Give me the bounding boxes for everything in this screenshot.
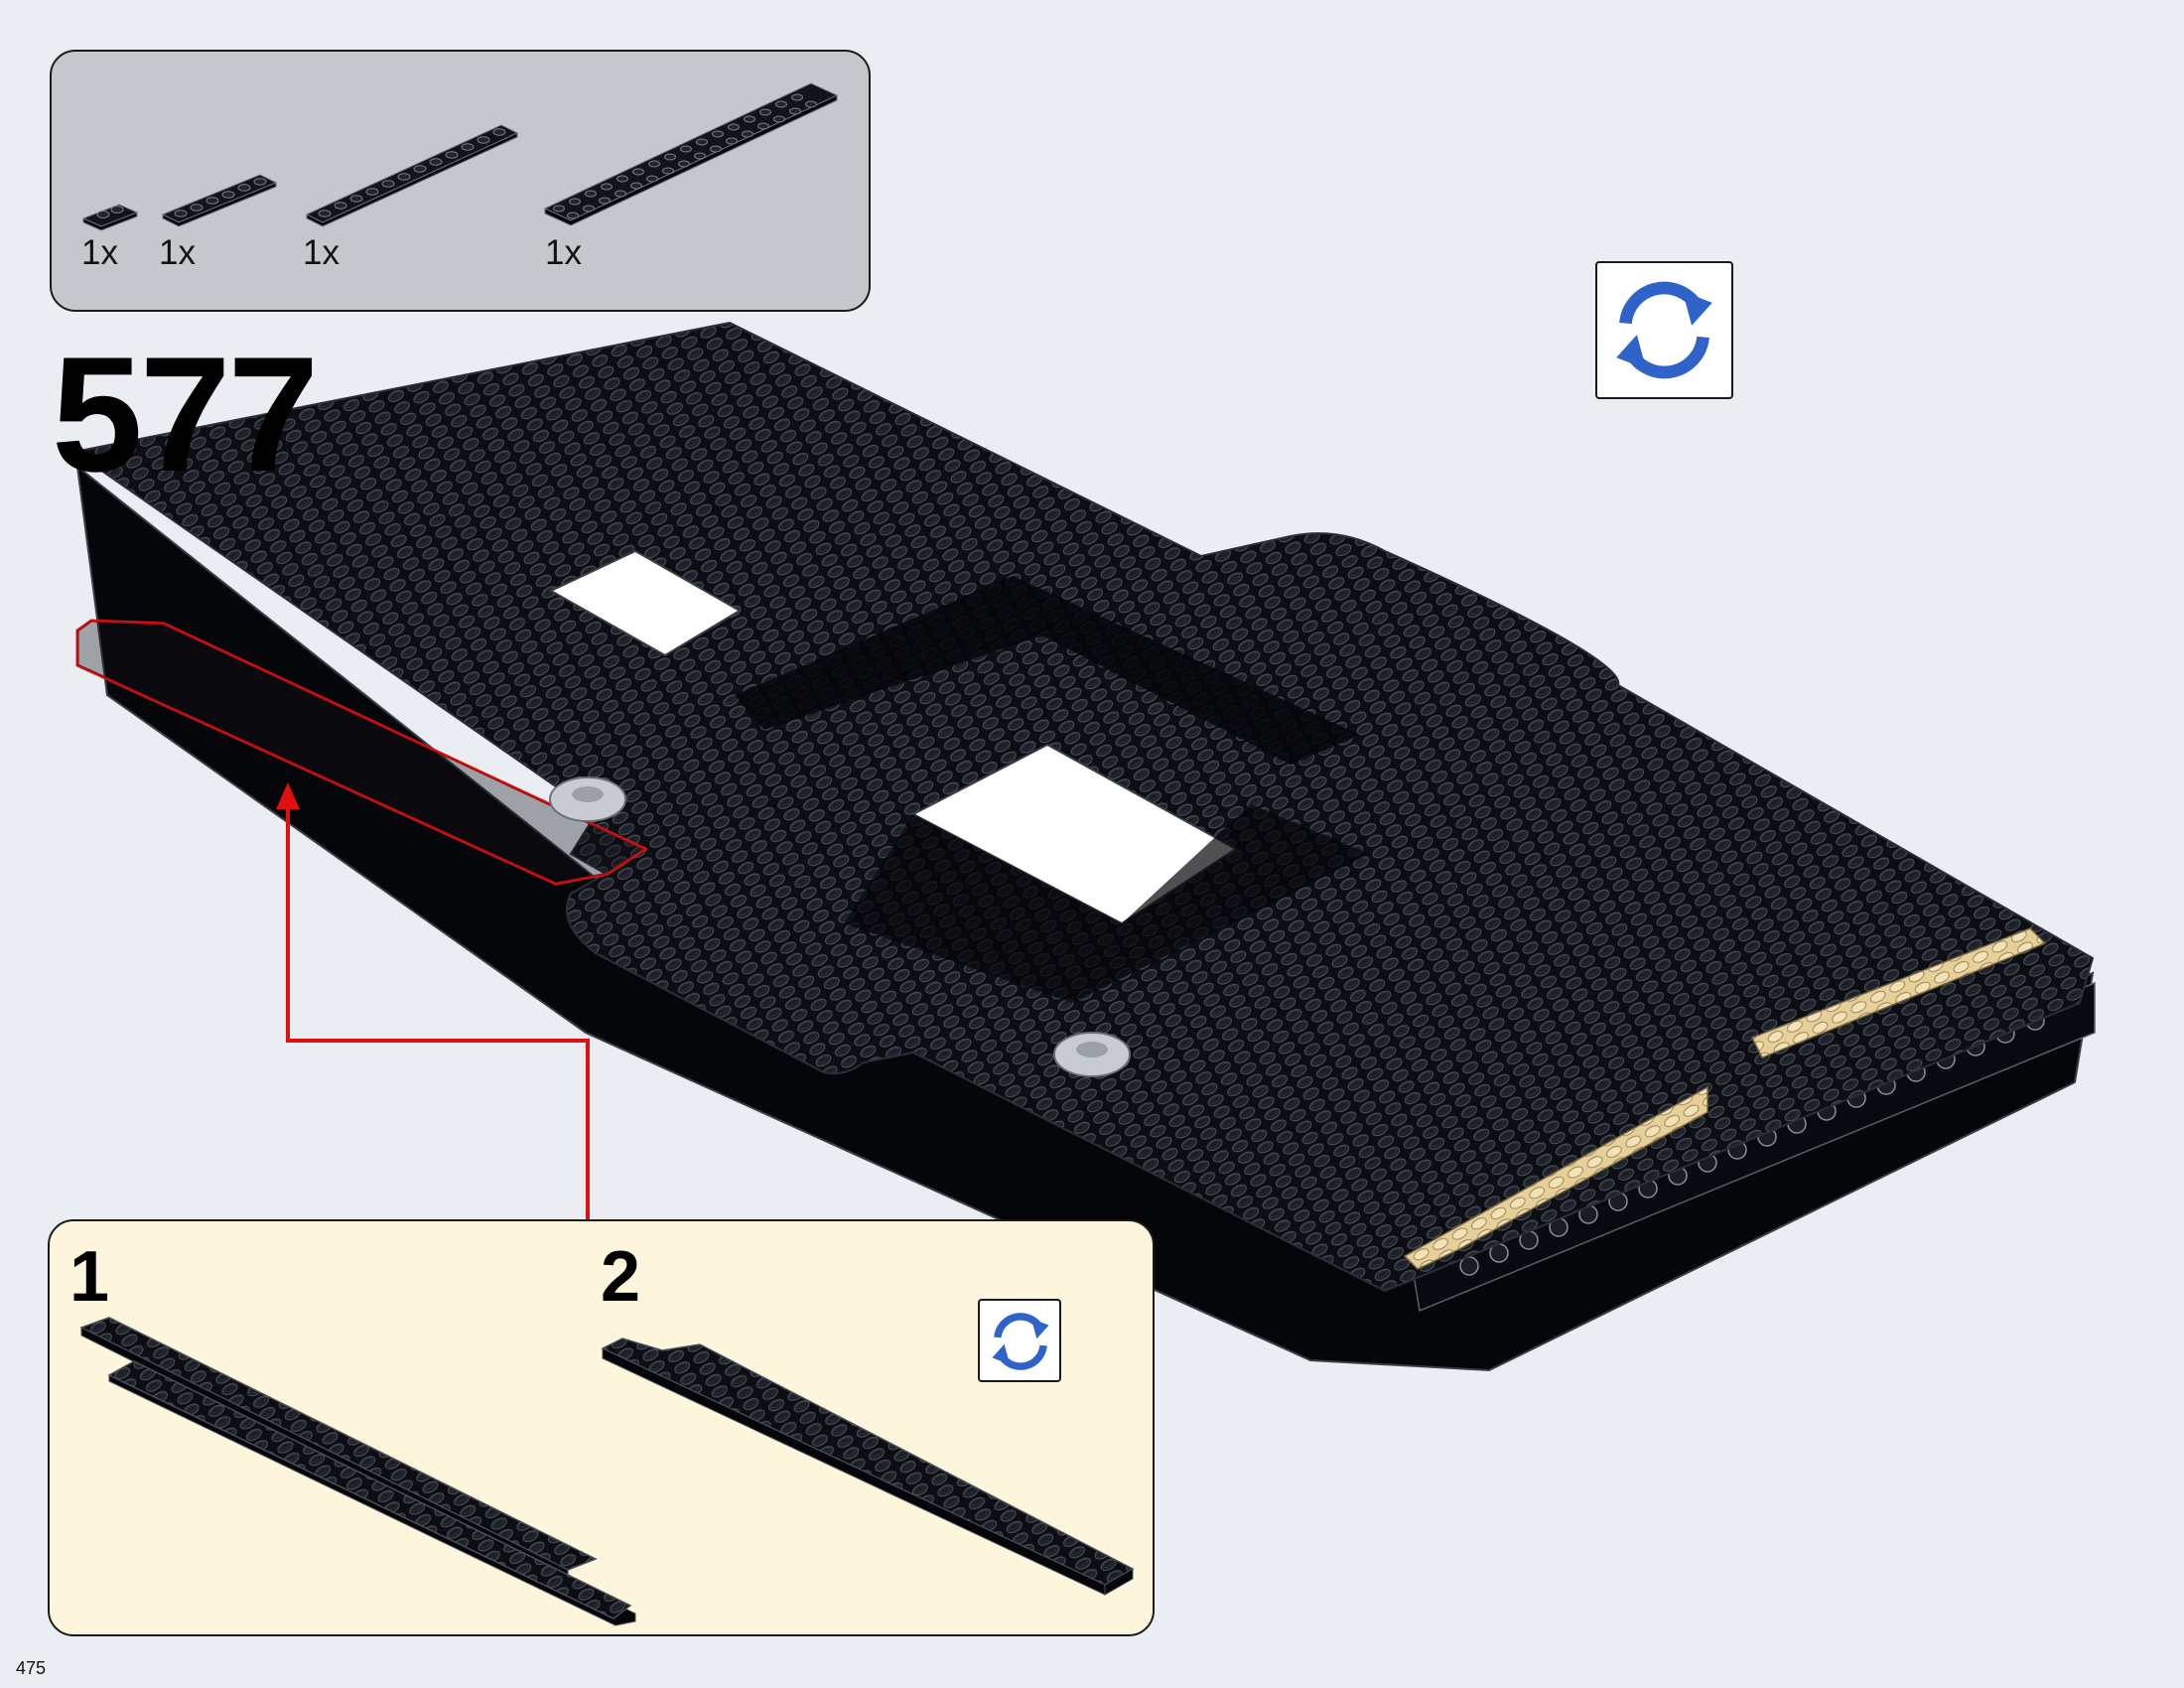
tan-tile-row bbox=[1403, 1085, 1708, 1270]
rotate-arrows-icon bbox=[992, 1313, 1049, 1370]
placement-arrow-head bbox=[276, 782, 300, 809]
parts-list-callout: 1x 1x 1x 1x bbox=[50, 50, 871, 312]
sub-step-2-plate bbox=[601, 1337, 1135, 1596]
part-quantity: 1x bbox=[545, 233, 582, 272]
sub-step-1-plates bbox=[79, 1317, 636, 1626]
plate-1x6-icon bbox=[161, 174, 278, 227]
page-number: 475 bbox=[16, 1658, 47, 1678]
plate-2x16-icon bbox=[543, 82, 839, 226]
tan-tile-row bbox=[1750, 927, 2047, 1058]
part-quantity: 1x bbox=[81, 233, 118, 272]
baseplate-opening-small bbox=[548, 549, 742, 657]
sub-assembly-callout: 1 2 bbox=[48, 1219, 1155, 1636]
sub-step-number: 2 bbox=[601, 1237, 641, 1317]
placement-arrow-line bbox=[286, 799, 590, 1219]
part-quantity: 1x bbox=[303, 233, 340, 272]
rotate-arrows-icon bbox=[1616, 281, 1712, 379]
sub-rotate-indicator bbox=[978, 1299, 1061, 1382]
part-quantity: 1x bbox=[159, 233, 196, 272]
technic-holes bbox=[1459, 1011, 2045, 1276]
new-part-highlight bbox=[75, 619, 649, 886]
rotate-model-indicator bbox=[1595, 261, 1733, 399]
step-number: 577 bbox=[52, 323, 319, 505]
plate-1x2-icon bbox=[81, 204, 139, 231]
sub-step-number: 1 bbox=[69, 1237, 110, 1317]
plate-1x12-icon bbox=[305, 124, 519, 227]
